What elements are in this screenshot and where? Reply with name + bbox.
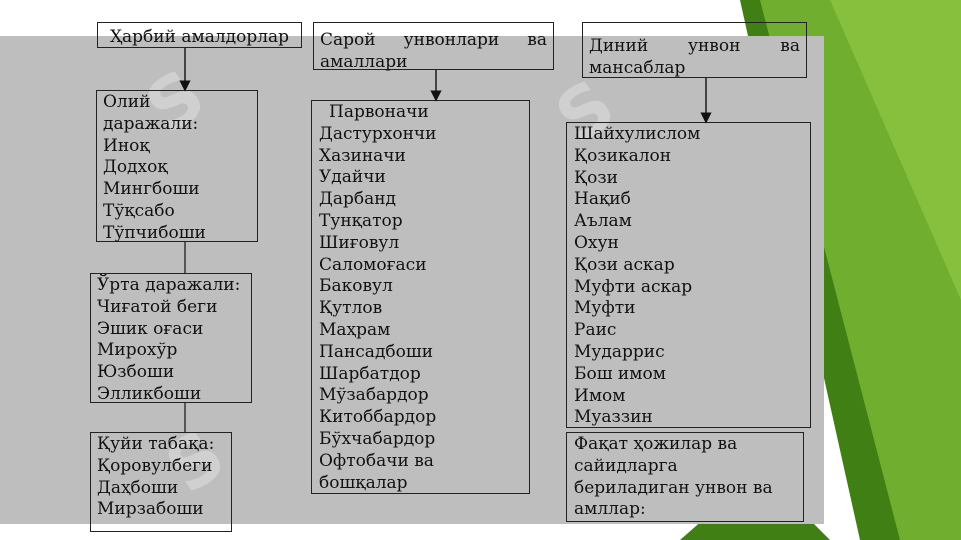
list-item: Бош имом <box>574 363 666 384</box>
box-middle-rank: Ўрта даражали: Чиғатой беги Эшик оғаси М… <box>90 273 252 404</box>
list-item: Иноқ <box>103 135 150 156</box>
list-item: Шарбатдор <box>319 363 421 384</box>
list-item: Удайчи <box>319 167 386 188</box>
list-item: Китоббардор <box>319 407 437 428</box>
slide-area <box>0 36 824 524</box>
list-item: Даҳбоши <box>97 477 179 498</box>
list-item: Маҳрам <box>319 319 391 340</box>
list-item: Пансадбоши <box>319 341 434 362</box>
list-item: Мударрис <box>574 341 665 362</box>
list-item: Парвоначи <box>329 102 429 122</box>
list-item: Мўзабардор <box>319 385 429 406</box>
list-item: Тунқатор <box>319 210 403 231</box>
list-item: Муфти аскар <box>574 276 693 297</box>
list-item: Қутлов <box>319 298 383 319</box>
list-item: Хазиначи <box>319 145 406 166</box>
list-item: Дарбанд <box>319 189 397 210</box>
middle-rank-heading: Ўрта даражали: <box>97 275 241 295</box>
box-high-rank: Олий даражали: Иноқ Додхоқ Мингбоши Тўқс… <box>96 90 258 243</box>
list-item: Тўпчибоши <box>103 222 206 243</box>
list-item: Шиғовул <box>319 232 400 253</box>
list-item: Баковул <box>319 276 393 297</box>
list-item: Мирохўр <box>97 340 178 361</box>
list-item: Муаззин <box>574 407 653 428</box>
list-item: Имом <box>574 385 626 406</box>
list-item: Аълам <box>574 211 632 232</box>
list-item: Додхоқ <box>103 157 168 178</box>
hajji-sayyid-note-text: Фақат ҳожилар ва сайидларга бериладиган … <box>574 434 773 520</box>
list-item: Шайхулислом <box>574 124 701 144</box>
header-military-label: Ҳарбий амалдорлар <box>109 27 290 47</box>
list-item: Қози аскар <box>574 254 675 275</box>
list-item: Қози <box>574 167 618 188</box>
header-religious-label: Диний унвон ва мансаблар <box>589 36 800 78</box>
list-item: Нақиб <box>574 189 631 210</box>
header-palace-label: Сарой унвонлари ва амаллари <box>320 30 547 72</box>
list-item: бошқалар <box>319 472 408 493</box>
list-item: Саломоғаси <box>319 254 427 275</box>
list-item: Охун <box>574 232 619 253</box>
header-palace-titles: Сарой унвонлари ва амаллари <box>313 22 554 72</box>
list-item: Муфти <box>574 298 636 319</box>
list-item: Чиғатой беги <box>97 296 218 317</box>
list-item: Офтобачи ва <box>319 450 434 471</box>
box-religious-titles-list: Шайхулислом Қозикалон Қози Нақиб Аълам О… <box>566 122 811 428</box>
list-item: Тўқсабо <box>103 200 175 221</box>
list-item: Эшик оғаси <box>97 318 204 339</box>
list-item: Юзбоши <box>97 362 175 383</box>
header-military-officials: Ҳарбий амалдорлар <box>97 22 302 48</box>
list-item: Мингбоши <box>103 179 200 200</box>
list-item: Қоровулбеги <box>97 455 213 476</box>
list-item: Элликбоши <box>97 383 202 404</box>
list-item: Бўхчабардор <box>319 428 436 449</box>
header-religious-titles: Диний унвон ва мансаблар <box>582 22 807 78</box>
list-item: Дастурхончи <box>319 123 437 144</box>
box-palace-titles-list: Парвоначи Дастурхончи Хазиначи Удайчи Да… <box>311 100 530 494</box>
list-item: Мирзабоши <box>97 499 204 520</box>
box-hajji-sayyid-note: Фақат ҳожилар ва сайидларга бериладиган … <box>566 432 804 522</box>
box-low-rank: Қуйи табақа: Қоровулбеги Даҳбоши Мирзабо… <box>90 432 232 532</box>
list-item: Раис <box>574 320 617 341</box>
low-rank-heading: Қуйи табақа: <box>97 434 215 454</box>
high-rank-heading: Олий даражали: <box>103 92 199 134</box>
list-item: Қозикалон <box>574 145 672 166</box>
